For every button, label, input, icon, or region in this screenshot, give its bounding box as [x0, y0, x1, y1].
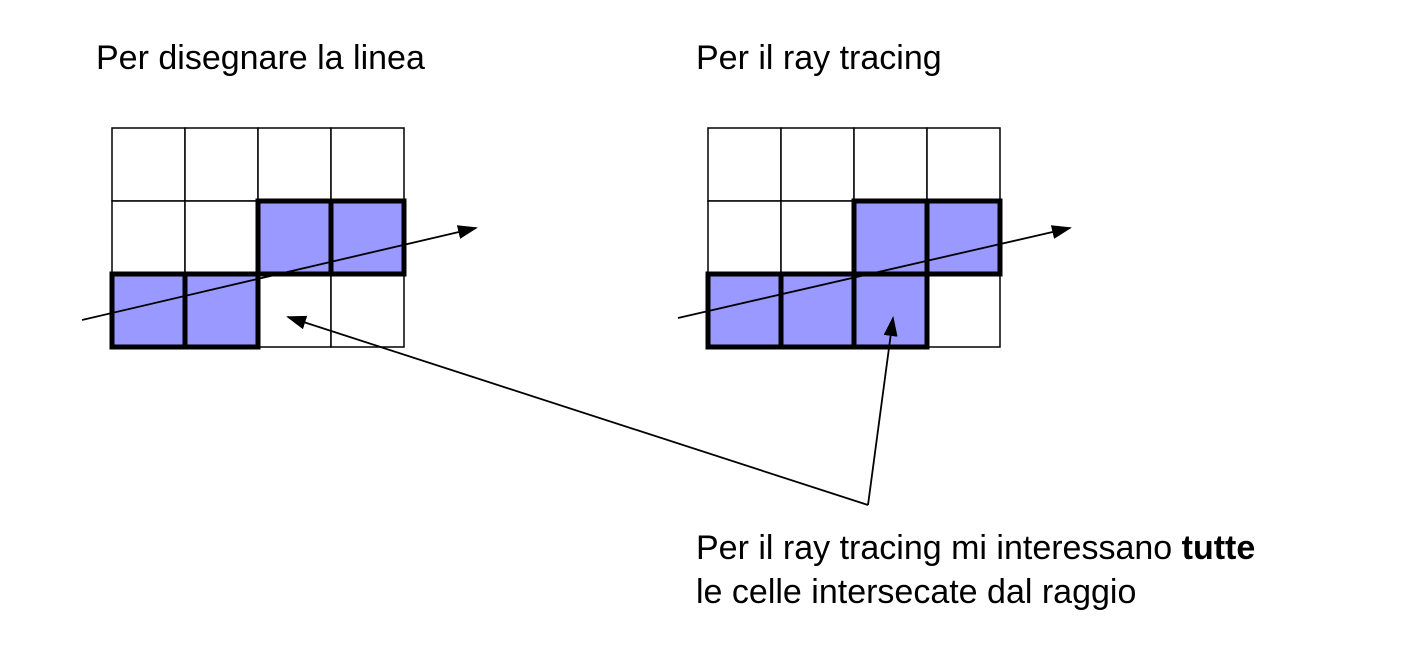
grid-cell [926, 273, 1001, 348]
highlighted-cell [184, 273, 259, 348]
grid-cell [184, 127, 259, 202]
grid-cell [853, 127, 928, 202]
highlighted-cell-border [328, 198, 407, 277]
grid-cell [111, 127, 186, 202]
grid-cell [780, 200, 855, 275]
grid-cell [780, 127, 855, 202]
highlighted-cell [926, 200, 1001, 275]
pointer-arrow-to-missed-cell [286, 315, 869, 506]
panel-title-ray-tracing: Per il ray tracing [696, 39, 942, 77]
highlighted-cell [330, 200, 405, 275]
grid-cell [707, 127, 782, 202]
grid-cell [184, 200, 259, 275]
highlighted-cell-border [182, 271, 261, 350]
grid-cell [926, 127, 1001, 202]
grid-cell [111, 200, 186, 275]
pixel-grid-line-drawing [109, 127, 407, 350]
highlighted-cell [707, 273, 782, 348]
highlighted-cell [780, 273, 855, 348]
panel-title-line-drawing: Per disegnare la linea [96, 39, 425, 77]
caption-line-1: Per il ray tracing mi interessano tutte [696, 526, 1255, 570]
grid-cell [257, 127, 332, 202]
highlighted-cell [257, 200, 332, 275]
caption: Per il ray tracing mi interessano tutte … [696, 526, 1255, 614]
grid-cell [330, 127, 405, 202]
grid-cell [707, 200, 782, 275]
highlighted-cell-border [851, 271, 930, 350]
pixel-grid-ray-tracing [705, 127, 1003, 350]
ray-line-right [677, 225, 1072, 319]
caption-line-1-text: Per il ray tracing mi interessano [696, 529, 1182, 567]
ray-line-left [81, 225, 478, 321]
highlighted-cell-border [924, 198, 1003, 277]
caption-line-2: le celle intersecate dal raggio [696, 573, 1137, 611]
grid-cell [330, 273, 405, 348]
pointer-arrow-to-extra-cell [867, 316, 898, 506]
caption-emphasis: tutte [1181, 529, 1256, 567]
grid-cell [257, 273, 332, 348]
